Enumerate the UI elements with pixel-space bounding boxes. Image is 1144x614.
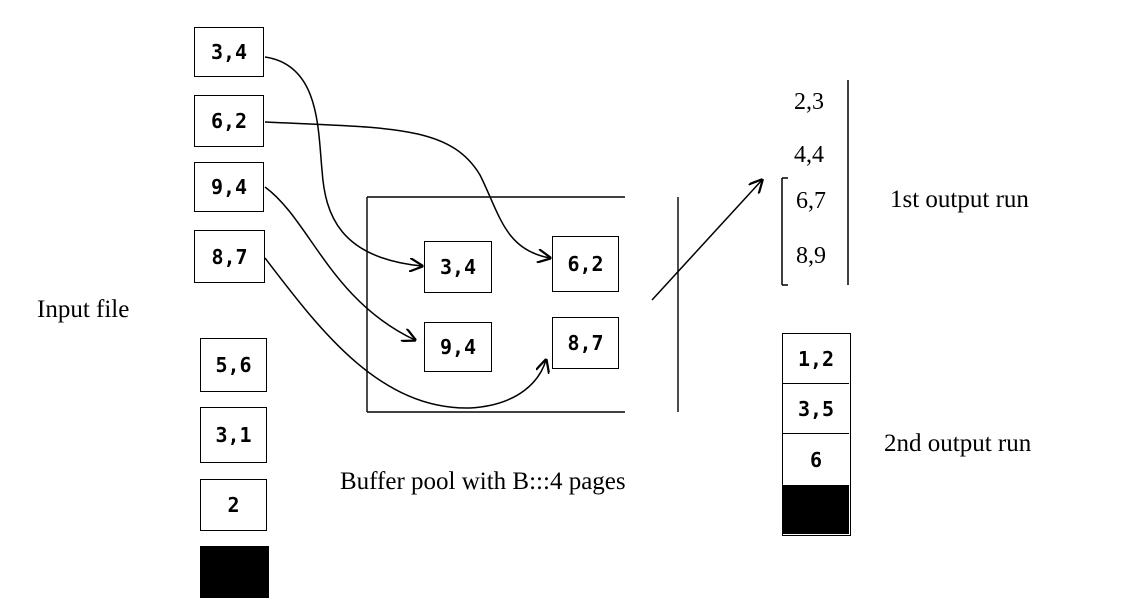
buffer-page: 3,4 xyxy=(424,241,492,293)
input-page: 5,6 xyxy=(200,338,267,392)
second-run-page: 3,5 xyxy=(783,384,849,434)
input-page: 8,7 xyxy=(194,230,265,283)
second-run-page-empty xyxy=(783,485,849,534)
input-page: 6,2 xyxy=(194,95,264,147)
second-output-run-label: 2nd output run xyxy=(884,430,1032,457)
input-page: 2 xyxy=(200,479,267,531)
second-run-column: 1,2 3,5 6 xyxy=(782,333,851,536)
input-page: 3,1 xyxy=(200,407,267,463)
arrow-buffer-to-output xyxy=(651,180,762,301)
arrow-input-4-to-buffer-4 xyxy=(264,257,546,409)
first-run-page: 8,9 xyxy=(796,243,826,269)
buffer-pool-label: Buffer pool with B:::4 pages xyxy=(340,468,626,495)
arrow-input-1-to-buffer-1 xyxy=(264,56,422,266)
input-page: 9,4 xyxy=(194,162,264,212)
buffer-page: 6,2 xyxy=(552,236,619,292)
input-file-label: Input file xyxy=(37,296,130,323)
buffer-page: 9,4 xyxy=(424,322,492,372)
arrow-input-3-to-buffer-3 xyxy=(264,186,415,340)
second-run-page: 1,2 xyxy=(783,334,849,384)
second-run-page: 6 xyxy=(783,434,849,485)
first-run-page: 4,4 xyxy=(794,142,824,168)
first-run-page: 6,7 xyxy=(796,188,826,214)
input-page-empty xyxy=(200,546,269,598)
input-page: 3,4 xyxy=(194,27,264,77)
first-run-bracket xyxy=(781,80,849,286)
buffer-pool-frame xyxy=(366,196,679,413)
first-output-run-label: 1st output run xyxy=(890,186,1029,213)
arrow-input-2-to-buffer-2 xyxy=(264,121,550,258)
buffer-page: 8,7 xyxy=(552,317,619,369)
first-run-page: 2,3 xyxy=(794,89,824,115)
